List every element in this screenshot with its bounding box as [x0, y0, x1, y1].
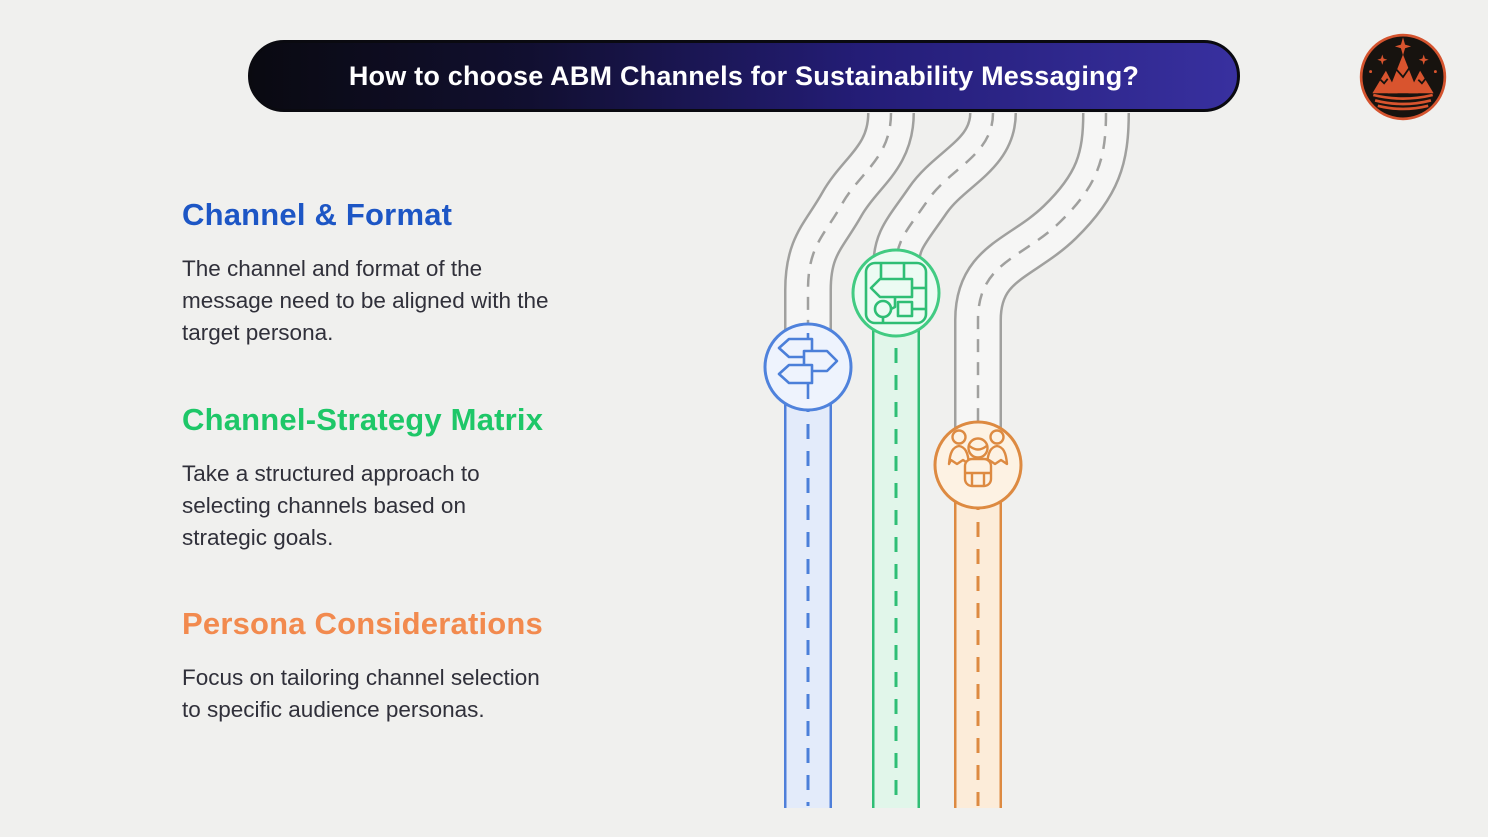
- brand-logo: [1358, 32, 1448, 122]
- road-approach-channel-format: [784, 111, 915, 370]
- crown-mountains-icon: [1359, 33, 1447, 121]
- section-title: Channel & Format: [182, 197, 453, 232]
- section-channel-format: Channel & Format The channel and format …: [182, 196, 562, 349]
- personas-node: [933, 420, 1023, 510]
- signpost-icon: [777, 333, 839, 399]
- section-title: Channel-Strategy Matrix: [182, 402, 544, 437]
- channel-format-node: [763, 322, 853, 412]
- section-description: Focus on tailoring channel selection to …: [182, 665, 540, 722]
- section-strategy-matrix: Channel-Strategy Matrix Take a structure…: [182, 401, 562, 554]
- section-persona-considerations: Persona Considerations Focus on tailorin…: [182, 605, 562, 726]
- section-title: Persona Considerations: [182, 606, 543, 641]
- page-title: How to choose ABM Channels for Sustainab…: [348, 60, 1140, 91]
- strategy-matrix-node: [851, 248, 941, 338]
- section-description: Take a structured approach to selecting …: [182, 461, 480, 550]
- section-description: The channel and format of the message ne…: [182, 256, 549, 345]
- title-banner: How to choose ABM Channels for Sustainab…: [248, 40, 1240, 112]
- personas-icon: [947, 429, 1009, 488]
- strategy-map-icon: [864, 261, 928, 325]
- road-approach-personas: [954, 112, 1130, 468]
